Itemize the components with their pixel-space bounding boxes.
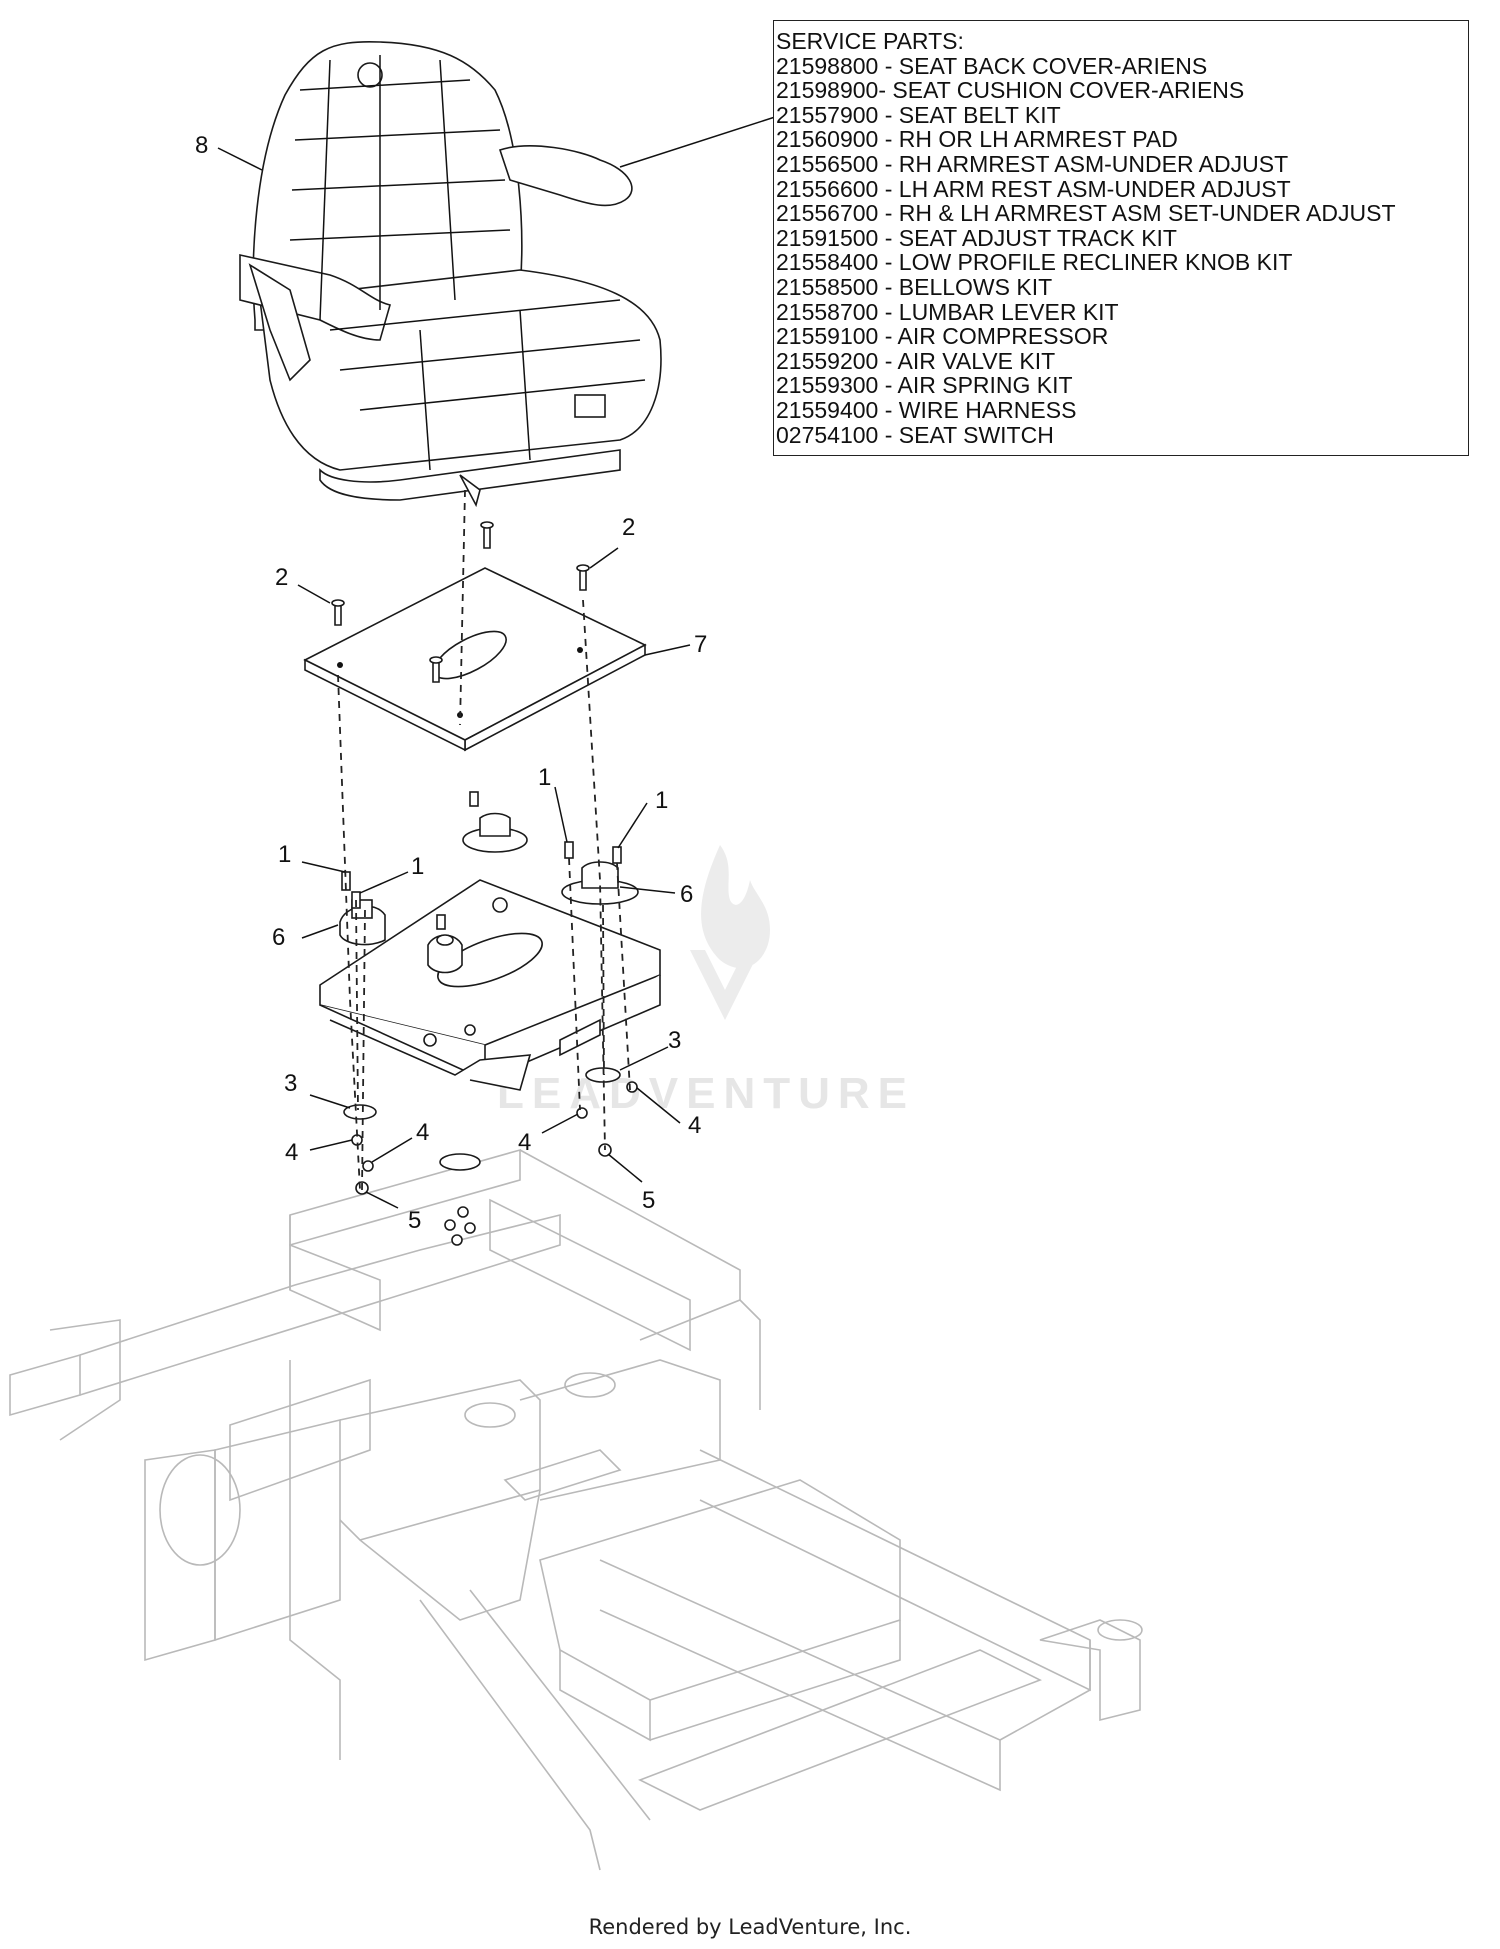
bolt-center-mid — [436, 914, 446, 930]
callout-8: 8 — [195, 132, 208, 159]
bolt-1-d — [612, 846, 622, 864]
nut-4-c — [576, 1107, 588, 1119]
service-part-item: 21559400 - WIRE HARNESS — [776, 396, 1077, 423]
bolt-2-right — [576, 564, 590, 591]
callout-6-right: 6 — [680, 881, 693, 908]
callout-1-c: 1 — [278, 841, 291, 868]
service-part-item: 21560900 - RH OR LH ARMREST PAD — [776, 126, 1178, 153]
callout-3-left: 3 — [284, 1070, 297, 1097]
nuts-center — [444, 1206, 476, 1246]
service-part-item: 21556700 - RH & LH ARMREST ASM SET-UNDER… — [776, 200, 1396, 227]
bolt-1-c — [564, 841, 574, 859]
service-part-item: 21558400 - LOW PROFILE RECLINER KNOB KIT — [776, 249, 1293, 276]
service-parts-box: SERVICE PARTS: 21598800 - SEAT BACK COVE… — [773, 20, 1469, 456]
seat-plate — [303, 567, 647, 752]
isolator-center-low — [427, 934, 463, 974]
footer-credit: Rendered by LeadVenture, Inc. — [588, 1915, 912, 1939]
watermark-text: LEADVENTURE — [497, 1069, 915, 1118]
bolt-seat-mid — [429, 656, 443, 683]
callout-7: 7 — [694, 631, 707, 658]
washer-3-left — [343, 1104, 377, 1120]
service-part-item: 21558500 - BELLOWS KIT — [776, 273, 1053, 300]
watermark: LEADVENTURE — [497, 845, 915, 1118]
service-part-item: 21591500 - SEAT ADJUST TRACK KIT — [776, 224, 1177, 251]
callout-1-a: 1 — [538, 764, 551, 791]
service-part-item: 21559300 - AIR SPRING KIT — [776, 372, 1073, 399]
service-parts-title: SERVICE PARTS: — [776, 28, 964, 54]
service-part-item: 21556600 - LH ARM REST ASM-UNDER ADJUST — [776, 175, 1291, 202]
callout-4-d: 4 — [688, 1112, 701, 1139]
callout-2-right: 2 — [622, 514, 635, 541]
isolator-center — [462, 812, 528, 853]
service-part-item: 21557900 - SEAT BELT KIT — [776, 101, 1061, 128]
service-part-item: 02754100 - SEAT SWITCH — [776, 421, 1054, 448]
callout-5-left: 5 — [408, 1207, 421, 1234]
service-box-leader — [619, 116, 776, 168]
callout-leaders — [217, 147, 691, 1209]
bolt-2-left — [331, 599, 345, 626]
service-part-item: 21598900- SEAT CUSHION COVER-ARIENS — [776, 77, 1245, 104]
service-part-item: 21559100 - AIR COMPRESSOR — [776, 323, 1109, 350]
washer-center — [439, 1153, 481, 1171]
callout-1-d: 1 — [411, 853, 424, 880]
callout-4-a: 4 — [285, 1139, 298, 1166]
nut-4-d — [626, 1081, 638, 1093]
callout-3-right: 3 — [668, 1027, 681, 1054]
seat-assembly — [239, 40, 662, 508]
callout-4-c: 4 — [518, 1129, 531, 1156]
callout-6-left: 6 — [272, 924, 285, 951]
assembly-lines — [337, 489, 631, 1191]
nut-4-b — [362, 1160, 374, 1172]
mower-frame — [9, 1148, 1143, 1871]
callout-labels: 8 2 2 7 1 1 1 1 6 6 3 3 4 4 4 4 5 5 — [195, 132, 707, 1234]
service-part-item: 21559200 - AIR VALVE KIT — [776, 347, 1056, 374]
isolator-6-right — [561, 861, 639, 905]
bolt-seat-top — [480, 521, 494, 549]
callout-1-b: 1 — [655, 787, 668, 814]
callout-4-b: 4 — [416, 1119, 429, 1146]
bolt-center-top — [469, 791, 479, 807]
callout-2-left: 2 — [275, 564, 288, 591]
service-part-item: 21556500 - RH ARMREST ASM-UNDER ADJUST — [776, 150, 1289, 177]
service-part-item: 21598800 - SEAT BACK COVER-ARIENS — [776, 52, 1208, 79]
callout-5-right: 5 — [642, 1187, 655, 1214]
service-part-item: 21558700 - LUMBAR LEVER KIT — [776, 298, 1119, 325]
